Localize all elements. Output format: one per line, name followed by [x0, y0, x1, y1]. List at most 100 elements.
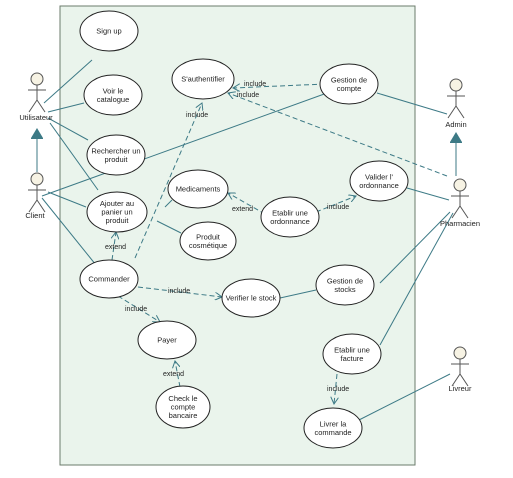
actor-left-leg — [28, 99, 38, 113]
usecase-label-line: S'authentifier — [181, 75, 225, 84]
dep-ordonnance-medicaments — [228, 193, 266, 215]
dep-commander-ajouter — [112, 232, 116, 261]
usecase-label-line: Commander — [88, 275, 130, 284]
assoc-ajouter-medicaments — [164, 199, 173, 208]
dep-ordonnance-valider — [315, 196, 356, 213]
label-extend-commander-ajouter: extend — [105, 244, 126, 251]
assoc-utilisateur-recherche — [47, 117, 89, 141]
actor-right-leg — [455, 105, 465, 119]
actor-utilisateur[interactable] — [28, 72, 46, 113]
actor-admin[interactable] — [447, 78, 465, 119]
usecase-sign-up-label: Sign up — [96, 27, 121, 36]
usecase-voir-catalogue[interactable] — [83, 74, 143, 116]
dep-ajouter-auth — [134, 103, 202, 259]
assoc-admin-gestion-compte — [376, 92, 448, 115]
usecase-payer[interactable] — [137, 320, 197, 360]
assoc-stock-gestion-stocks — [279, 289, 317, 299]
actor-livreur[interactable] — [451, 346, 469, 387]
actor-utilisateur-label: Utilisateur — [19, 113, 53, 122]
usecase-label-line: produit — [106, 216, 130, 225]
dep-gestion-compte-auth-1 — [233, 83, 326, 88]
usecase-label-line: Produit — [196, 232, 221, 241]
usecase-ajouter-panier[interactable] — [86, 191, 148, 233]
assoc-pharmacien-facture — [379, 212, 454, 346]
relation-labels: include include include include extend e… — [105, 81, 349, 393]
label-include-ajouter-auth: include — [186, 112, 208, 119]
usecase-label-line: catalogue — [97, 95, 130, 104]
usecase-label-line: Sign up — [96, 27, 121, 36]
usecase-check-compte[interactable] — [155, 385, 211, 429]
use-cases — [79, 10, 409, 449]
label-include-commander-stock: include — [168, 288, 190, 295]
usecase-label-line: Etablir une — [334, 345, 370, 354]
label-include-pharmacien-auth: include — [237, 92, 259, 99]
actor-left-leg — [451, 373, 461, 387]
actor-labels: Utilisateur Client Admin Pharmacien Livr… — [19, 113, 480, 393]
dep-facture-livrer — [334, 373, 337, 404]
assoc-ajouter-cosmetique — [156, 220, 182, 234]
usecase-valider-ordonnance-label: Valider l'ordonnance — [359, 172, 399, 190]
usecase-label-line: Gestion de — [331, 75, 367, 84]
usecase-label-line: commande — [314, 428, 351, 437]
actor-pharmacien-label: Pharmacien — [440, 219, 480, 228]
generalizations — [37, 129, 456, 176]
assoc-pharmacien-gestion-stocks — [379, 211, 451, 284]
usecase-gestion-stocks[interactable] — [315, 264, 375, 306]
usecase-commander[interactable] — [79, 259, 139, 299]
usecase-label-line: Gestion de — [327, 276, 363, 285]
actor-client[interactable] — [28, 172, 46, 213]
usecase-produit-cosmetique[interactable] — [179, 221, 237, 261]
usecase-medicaments-label: Medicaments — [176, 185, 221, 194]
usecase-label-line: Ajouter au — [100, 199, 134, 208]
usecase-etablir-ordonnance[interactable] — [260, 196, 320, 238]
usecase-medicaments[interactable] — [167, 169, 229, 209]
usecase-gestion-compte[interactable] — [319, 63, 379, 105]
actor-admin-label: Admin — [445, 120, 466, 129]
usecase-label-line: Livrer la — [320, 419, 348, 428]
usecase-etablir-facture[interactable] — [322, 333, 382, 375]
usecase-label-line: ordonnance — [359, 181, 399, 190]
assoc-client-ajouter — [47, 191, 87, 208]
dep-commander-stock — [137, 286, 222, 297]
usecase-label-line: produit — [105, 155, 129, 164]
usecase-authentifier-label: S'authentifier — [181, 75, 225, 84]
usecase-label-line: Voir le — [103, 86, 124, 95]
usecase-verifier-stock[interactable] — [221, 278, 281, 318]
usecase-label-line: Rechercher un — [91, 146, 140, 155]
actor-pharmacien[interactable] — [451, 178, 469, 219]
assoc-utilisateur-signup — [43, 59, 93, 104]
usecase-sign-up[interactable] — [79, 10, 139, 52]
usecase-authentifier[interactable] — [171, 58, 235, 100]
usecase-rechercher-produit[interactable] — [86, 134, 146, 176]
usecase-label-line: Check le — [168, 394, 197, 403]
label-include-facture-livrer: include — [327, 386, 349, 393]
usecase-verifier-stock-label: Verifier le stock — [226, 294, 277, 303]
actor-head — [30, 172, 44, 186]
actor-right-leg — [459, 205, 469, 219]
label-include-commander-payer: include — [125, 306, 147, 313]
usecase-livrer-commande[interactable] — [303, 407, 363, 449]
actor-head — [449, 78, 463, 92]
actor-left-leg — [447, 105, 457, 119]
usecase-label-line: bancaire — [169, 411, 198, 420]
dep-commander-payer — [117, 295, 160, 322]
usecase-label-line: compte — [337, 84, 362, 93]
label-extend-ordonnance-medicaments: extend — [232, 206, 253, 213]
usecase-label-line: Payer — [157, 336, 177, 345]
dep-pharmacien-auth — [228, 93, 448, 177]
label-include-ordonnance-valider: include — [327, 204, 349, 211]
actor-head — [453, 346, 467, 360]
usecase-valider-ordonnance[interactable] — [349, 160, 409, 202]
assoc-utilisateur-catalogue — [47, 102, 85, 113]
